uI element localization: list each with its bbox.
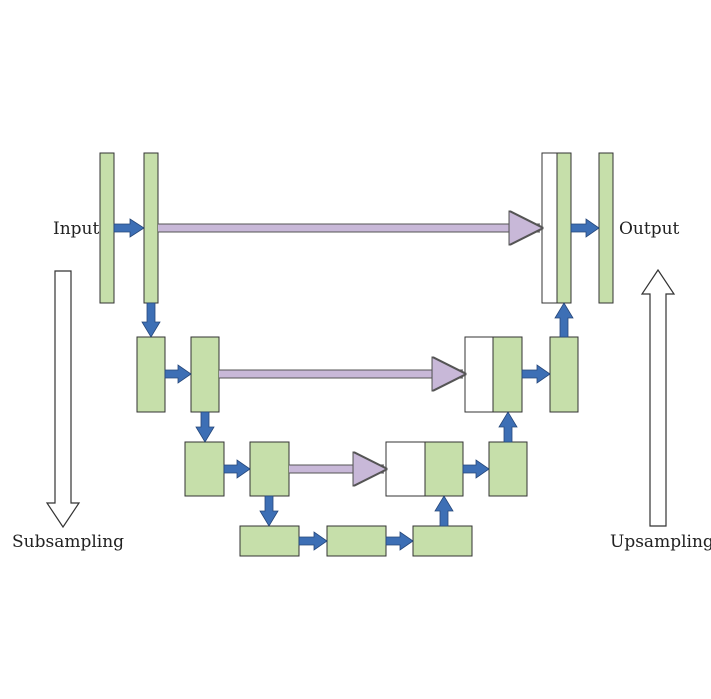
arrow-up-l1 bbox=[554, 302, 574, 338]
output-feature-map bbox=[598, 152, 614, 304]
input-feature-map bbox=[99, 152, 115, 304]
decoder-l3-block-b bbox=[488, 441, 528, 497]
arrow-right-bottleneck-1 bbox=[298, 531, 328, 551]
arrow-down-l1 bbox=[141, 302, 161, 338]
input-label: Input bbox=[53, 219, 99, 239]
subsampling-direction-arrow bbox=[45, 270, 81, 529]
arrow-up-l3 bbox=[434, 495, 454, 527]
bottleneck-block-c bbox=[412, 525, 473, 557]
decoder-l1-concat-map bbox=[541, 152, 558, 304]
arrow-up-l2 bbox=[498, 411, 518, 443]
upsampling-label: Upsampling bbox=[610, 532, 711, 552]
decoder-l3-block-a bbox=[424, 441, 464, 497]
arrow-right-enc-l2 bbox=[164, 364, 192, 384]
arrow-right-bottleneck-2 bbox=[385, 531, 414, 551]
decoder-l2-concat-map bbox=[464, 336, 494, 413]
bottleneck-block-a bbox=[239, 525, 300, 557]
bottleneck-block-b bbox=[326, 525, 387, 557]
decoder-l2-block-b bbox=[549, 336, 579, 413]
encoder-l3-block-b bbox=[249, 441, 290, 497]
arrow-right-dec-l2 bbox=[521, 364, 551, 384]
arrow-right-dec-l3 bbox=[462, 459, 490, 479]
subsampling-label: Subsampling bbox=[12, 532, 124, 552]
arrow-right-enc-l3 bbox=[223, 459, 251, 479]
upsampling-direction-arrow bbox=[640, 268, 676, 527]
arrow-right-input bbox=[113, 218, 145, 238]
encoder-l1-feature-map bbox=[143, 152, 159, 304]
encoder-l2-block-a bbox=[136, 336, 166, 413]
arrow-right-output bbox=[570, 218, 600, 238]
decoder-l1-feature-map bbox=[556, 152, 572, 304]
decoder-l2-block-a bbox=[492, 336, 523, 413]
output-label: Output bbox=[619, 219, 680, 239]
encoder-l3-block-a bbox=[184, 441, 225, 497]
arrow-down-l3 bbox=[259, 495, 279, 527]
encoder-l2-block-b bbox=[190, 336, 220, 413]
decoder-l3-concat-map bbox=[385, 441, 426, 497]
arrow-down-l2 bbox=[195, 411, 215, 443]
